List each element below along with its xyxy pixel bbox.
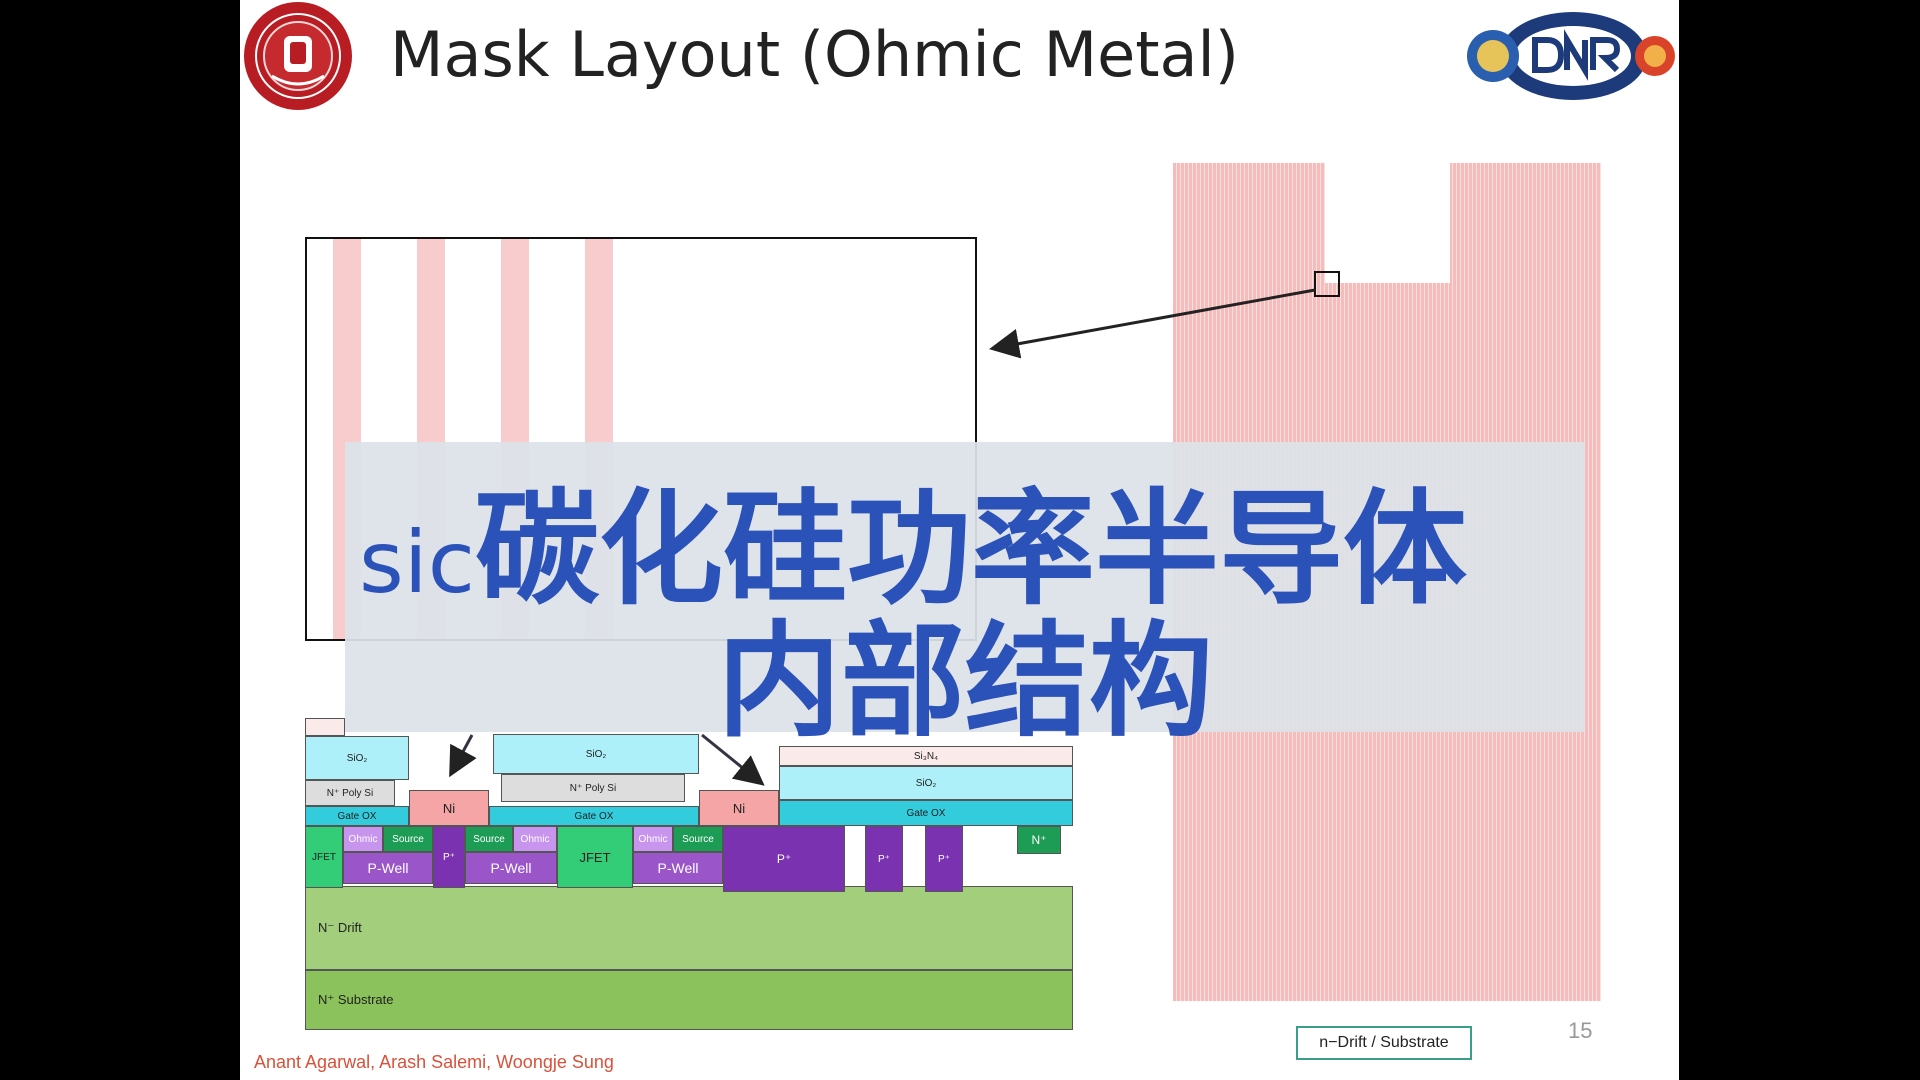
overlay-line-2: 内部结构 [716, 610, 1213, 754]
onr-logo-icon [1467, 12, 1675, 100]
p-plus-4: P⁺ [925, 826, 963, 892]
gate-ox-3: Gate OX [779, 800, 1073, 826]
overlay-latin: sic [359, 513, 475, 613]
gate-ox-2: Gate OX [489, 806, 699, 826]
n-plus-contact: N⁺ [1017, 826, 1061, 854]
slide-title: Mask Layout (Ohmic Metal) [390, 18, 1239, 91]
sio2-label: SiO₂ [346, 752, 368, 764]
p-plus-label: P⁺ [938, 853, 950, 865]
p-plus-label: P⁺ [776, 852, 792, 866]
si3n4-label: Si₃N₄ [913, 750, 939, 762]
sio2-label: SiO₂ [585, 748, 607, 760]
p-plus-label: P⁺ [443, 851, 455, 863]
sio2-1: SiO₂ [305, 736, 409, 780]
ohmic-label: Ohmic [348, 833, 378, 845]
source-3: Source [673, 826, 723, 852]
source-1: Source [383, 826, 433, 852]
sio2-3: SiO₂ [779, 766, 1073, 800]
ohmic-1: Ohmic [343, 826, 383, 852]
ni-label: Ni [442, 800, 456, 816]
sio2-2: SiO₂ [493, 734, 699, 774]
ohio-state-seal-icon [244, 2, 352, 110]
ni-contact-2: Ni [699, 790, 779, 826]
npoly-2: N⁺ Poly Si [501, 774, 685, 802]
si3n4-layer: Si₃N₄ [779, 746, 1073, 766]
overlay-cjk: 碳化硅功率半导体 [474, 478, 1467, 622]
ohmic-2: Ohmic [513, 826, 557, 852]
substrate-layer: N⁺ Substrate [305, 970, 1073, 1030]
npoly-1: N⁺ Poly Si [305, 780, 395, 806]
overlay-line-1: sic碳化硅功率半导体 [359, 448, 1467, 628]
subtitle-overlay: sic碳化硅功率半导体 内部结构 [345, 442, 1585, 754]
pwell-label: P-Well [657, 860, 699, 876]
pwell-1: P-Well [343, 852, 433, 884]
substrate-label: N⁺ Substrate [318, 992, 394, 1007]
ohmic-label: Ohmic [520, 833, 550, 845]
jfet-center: JFET [557, 826, 633, 888]
source-label: Source [473, 833, 505, 845]
page-number: 15 [1568, 1018, 1593, 1043]
npoly-label: N⁺ Poly Si [569, 782, 617, 794]
gate-ox-label: Gate OX [906, 807, 946, 819]
p-plus-2: P⁺ [723, 826, 845, 892]
gate-ox-label: Gate OX [337, 810, 377, 822]
n-plus-label: N⁺ [1031, 833, 1047, 847]
gate-ox-label: Gate OX [574, 810, 614, 822]
jfet-label: JFET [579, 849, 611, 865]
pwell-3: P-Well [633, 852, 723, 884]
source-label: Source [682, 833, 714, 845]
jfet-left: JFET [305, 826, 343, 888]
pwell-label: P-Well [367, 860, 409, 876]
slide: Mask Layout (Ohmic Metal) [240, 0, 1679, 1080]
ni-contact-1: Ni [409, 790, 489, 826]
authors-footer: Anant Agarwal, Arash Salemi, Woongje Sun… [254, 1052, 614, 1072]
pwell-label: P-Well [490, 860, 532, 876]
ni-label: Ni [732, 800, 746, 816]
gate-ox-1: Gate OX [305, 806, 409, 826]
si3n4-left [305, 718, 345, 736]
p-plus-label: P⁺ [878, 853, 890, 865]
jfet-label: JFET [312, 851, 336, 863]
device-cross-section: N⁺ Substrate N⁻ Drift JFET JFET P-Well O… [305, 718, 1073, 1030]
pwell-2: P-Well [465, 852, 557, 884]
p-plus-1: P⁺ [433, 826, 465, 888]
sio2-label: SiO₂ [915, 777, 937, 789]
source-label: Source [392, 833, 424, 845]
drift-label: N⁻ Drift [318, 920, 362, 935]
legend-box: n−Drift / Substrate [1296, 1026, 1472, 1060]
ohmic-3: Ohmic [633, 826, 673, 852]
drift-layer: N⁻ Drift [305, 886, 1073, 970]
npoly-label: N⁺ Poly Si [326, 787, 374, 799]
ohmic-label: Ohmic [638, 833, 668, 845]
source-2: Source [465, 826, 513, 852]
p-plus-3: P⁺ [865, 826, 903, 892]
